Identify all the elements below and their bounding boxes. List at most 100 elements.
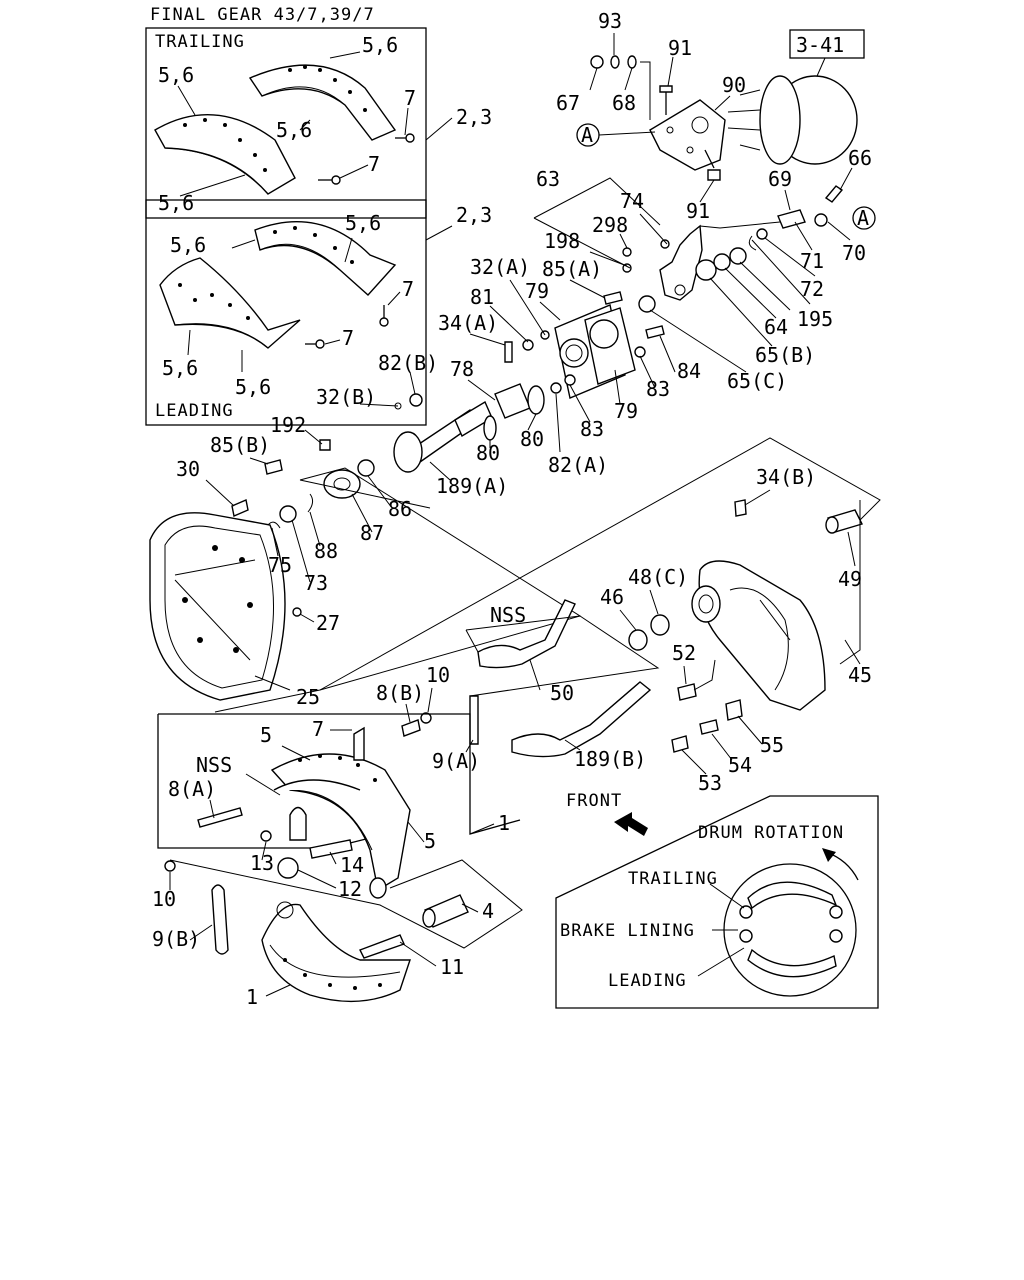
trailing-shoe-panel: TRAILING 5,6 5,6 5,6 5,6 7 7 (145, 27, 427, 219)
camshaft-50 (477, 599, 576, 669)
leading-label-5-6-a: 5,6 (345, 211, 381, 235)
brake-spider (698, 560, 826, 711)
leading-panel-label: LEADING (155, 401, 234, 421)
leading-label-5-6-d: 5,6 (235, 375, 271, 399)
camshaft-group (401, 599, 652, 758)
label-78: 78 (450, 357, 474, 381)
label-86: 86 (388, 497, 412, 521)
label-298: 298 (592, 213, 628, 237)
label-192: 192 (270, 413, 306, 437)
rotation-leading-label: LEADING (608, 971, 687, 991)
label-79-bottom: 79 (614, 399, 638, 423)
label-81: 81 (470, 285, 494, 309)
rotation-trailing-label: TRAILING (628, 869, 718, 889)
chamber-bracket (649, 99, 726, 171)
leading-label-5-6-b: 5,6 (170, 233, 206, 257)
brake-spider-assembly (628, 499, 863, 753)
label-70: 70 (842, 241, 866, 265)
trailing-label-5-6-a: 5,6 (362, 33, 398, 57)
label-69: 69 (768, 167, 792, 191)
label-14: 14 (340, 853, 364, 877)
trailing-label-7-a: 7 (404, 86, 416, 110)
label-195: 195 (797, 307, 833, 331)
trailing-lining-shape (747, 881, 838, 910)
label-85a: 85(A) (542, 257, 602, 281)
label-55: 55 (760, 733, 784, 757)
label-50: 50 (550, 681, 574, 705)
label-46: 46 (600, 585, 624, 609)
dust-shield (149, 512, 286, 701)
label-30: 30 (176, 457, 200, 481)
label-4: 4 (482, 899, 494, 923)
reference-box-label: 3-41 (796, 33, 844, 57)
label-80-right: 80 (520, 427, 544, 451)
slack-adjuster (659, 224, 703, 301)
label-48c: 48(C) (628, 565, 688, 589)
label-88: 88 (314, 539, 338, 563)
label-34a: 34(A) (438, 311, 498, 335)
label-27: 27 (316, 611, 340, 635)
spline-gear (494, 383, 531, 419)
label-67: 67 (556, 91, 580, 115)
label-12: 12 (338, 877, 362, 901)
label-90: 90 (722, 73, 746, 97)
label-83-bottom: 83 (580, 417, 604, 441)
label-63: 63 (536, 167, 560, 191)
label-25: 25 (296, 685, 320, 709)
label-65c: 65(C) (727, 369, 787, 393)
label-49: 49 (838, 567, 862, 591)
label-2-3-leading: 2,3 (456, 203, 492, 227)
label-32b: 32(B) (316, 385, 376, 409)
label-85b: 85(B) (210, 433, 270, 457)
label-71: 71 (800, 249, 824, 273)
bushing-48c (650, 614, 670, 636)
label-74: 74 (620, 189, 644, 213)
label-nss-shoe: NSS (196, 753, 232, 777)
callout-a-right: A (852, 206, 876, 230)
label-10-top: 10 (426, 663, 450, 687)
trailing-label-5-6-d: 5,6 (158, 191, 194, 215)
label-9b: 9(B) (152, 927, 200, 951)
label-5-upper: 5 (260, 723, 272, 747)
label-91-top: 91 (668, 36, 692, 60)
trailing-label-7-b: 7 (368, 152, 380, 176)
camshaft-bracket-assembly (319, 291, 665, 473)
lower-shoe-assembly (157, 713, 521, 1003)
label-1-upper: 1 (498, 811, 510, 835)
clevis (777, 209, 806, 229)
trailing-shoe-upper (248, 64, 397, 141)
label-65b: 65(B) (755, 343, 815, 367)
svg-text:A: A (581, 123, 593, 147)
backing-plate-assembly (149, 459, 375, 701)
reference-box (789, 29, 865, 59)
label-1-lower: 1 (246, 985, 258, 1009)
label-45: 45 (848, 663, 872, 687)
label-11: 11 (440, 955, 464, 979)
rotation-arrow-icon (822, 848, 836, 862)
label-93: 93 (598, 9, 622, 33)
label-75: 75 (268, 553, 292, 577)
label-68: 68 (612, 91, 636, 115)
label-82b: 82(B) (378, 351, 438, 375)
roller-pin-11 (359, 934, 405, 959)
label-84: 84 (677, 359, 701, 383)
label-80-left: 80 (476, 441, 500, 465)
svg-text:A: A (857, 206, 869, 230)
leading-lining-shape (747, 948, 837, 978)
diagram-title: FINAL GEAR 43/7,39/7 (150, 5, 375, 25)
label-91-bottom: 91 (686, 199, 710, 223)
label-8b: 8(B) (376, 681, 424, 705)
drum-rotation-title: DRUM ROTATION (698, 823, 844, 843)
callout-a-left: A (576, 123, 656, 147)
front-arrow-icon (614, 812, 648, 836)
front-indicator: FRONT (566, 791, 648, 836)
label-83-right: 83 (646, 377, 670, 401)
label-53: 53 (698, 771, 722, 795)
leading-label-7-a: 7 (402, 277, 414, 301)
label-82a: 82(A) (548, 453, 608, 477)
label-34b: 34(B) (756, 465, 816, 489)
pin-9a (469, 695, 479, 745)
label-13: 13 (250, 851, 274, 875)
leading-label-7-b: 7 (342, 326, 354, 350)
